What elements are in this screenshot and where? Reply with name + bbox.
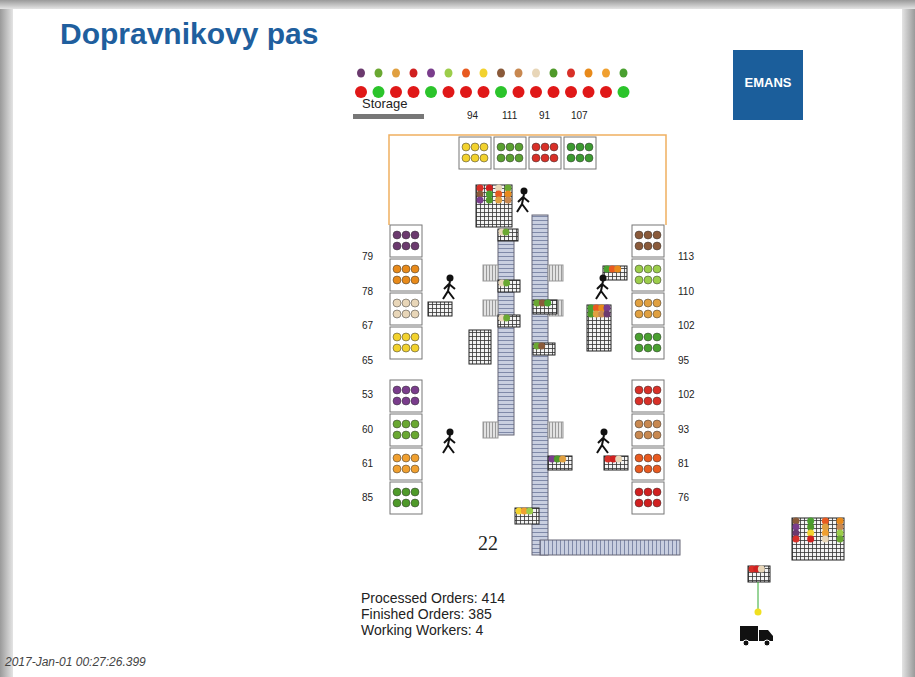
count-number: 67	[362, 320, 373, 331]
count-number: 107	[571, 110, 588, 121]
count-number: 53	[362, 389, 373, 400]
count-number: 94	[467, 110, 478, 121]
count-number: 95	[678, 355, 689, 366]
count-number: 60	[362, 424, 373, 435]
count-number: 78	[362, 286, 373, 297]
count-number: 102	[678, 389, 695, 400]
stat-text: Finished Orders: 385	[361, 606, 492, 622]
count-number: 91	[539, 110, 550, 121]
count-number: 76	[678, 492, 689, 503]
count-number: 102	[678, 320, 695, 331]
count-number: 81	[678, 458, 689, 469]
count-number: 79	[362, 251, 373, 262]
count-number: 93	[678, 424, 689, 435]
count-number: 111	[502, 110, 517, 121]
stat-text: Processed Orders: 414	[361, 590, 505, 606]
stat-text: Working Workers: 4	[361, 622, 483, 638]
count-number: 85	[362, 492, 373, 503]
count-number: 113	[678, 251, 694, 262]
logo-box: EMANS	[733, 50, 803, 120]
count-number: 65	[362, 355, 373, 366]
count-number: 110	[678, 286, 694, 297]
slide-title: Dopravnikovy pas	[60, 17, 318, 51]
timestamp: 2017-Jan-01 00:27:26.399	[5, 655, 146, 669]
logo-text: EMANS	[745, 75, 792, 90]
storage-label: Storage	[362, 96, 408, 111]
counter-number: 22	[478, 532, 498, 555]
count-number: 61	[362, 458, 373, 469]
